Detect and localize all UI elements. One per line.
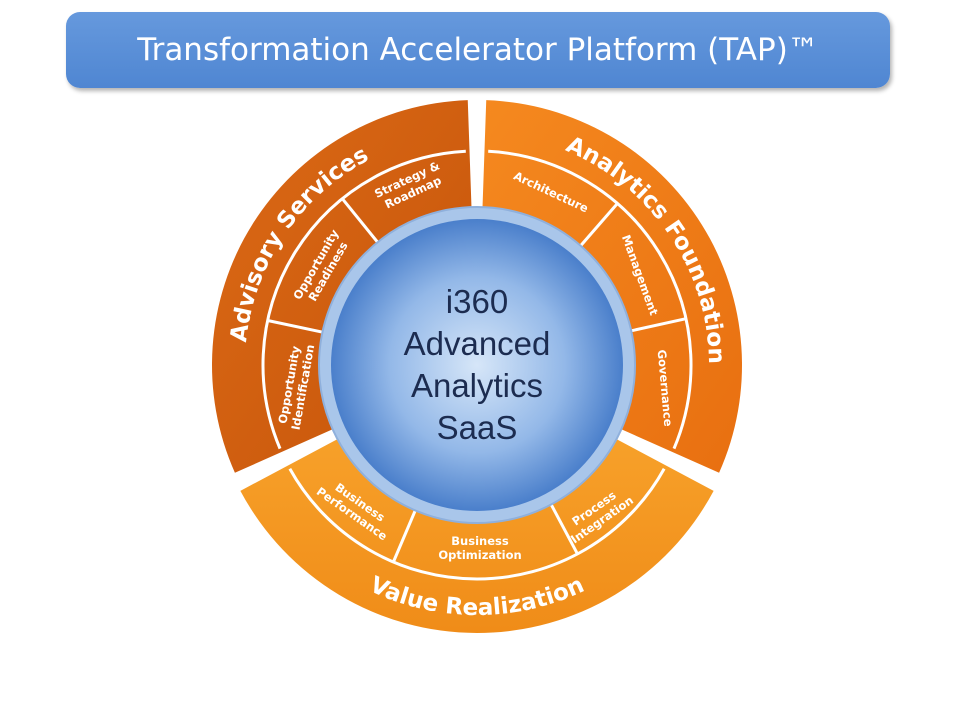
value-realization-segment-shape [240, 435, 714, 633]
title-banner: Transformation Accelerator Platform (TAP… [66, 12, 890, 88]
svg-text:Governance: Governance [655, 349, 676, 427]
core-line-2: Advanced [404, 325, 551, 362]
ring-divider [261, 149, 466, 450]
ring-divider [288, 468, 666, 581]
core-line-4: SaaS [437, 409, 518, 446]
svg-text:Optimization: Optimization [438, 548, 521, 562]
segment-divider [341, 197, 384, 250]
core-line-1: i360 [446, 283, 508, 320]
segment-divider [267, 319, 331, 336]
svg-text:Business: Business [451, 534, 509, 548]
ring-divider [488, 149, 693, 450]
governance-label: Governance [655, 349, 676, 427]
core-circle: i360 Advanced Analytics SaaS [318, 206, 636, 524]
page-title: Transformation Accelerator Platform (TAP… [137, 32, 819, 68]
value-realization-segment [240, 435, 714, 633]
segment-divider [392, 502, 420, 563]
segment-divider [574, 202, 619, 253]
segment-divider [546, 496, 579, 555]
core-line-3: Analytics [411, 367, 543, 404]
segment-divider [623, 317, 687, 334]
